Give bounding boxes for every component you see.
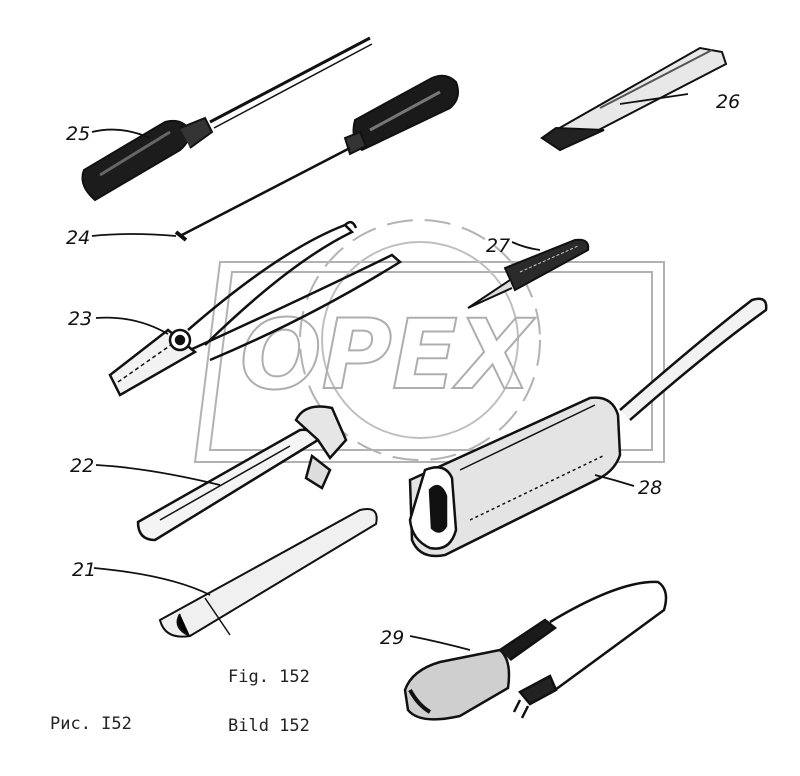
- caption-bild: Bild 152: [228, 716, 310, 736]
- callout-29: 29: [380, 627, 404, 649]
- callout-26: 26: [716, 91, 740, 113]
- punch-icon: [467, 238, 590, 309]
- pliers-icon: [108, 220, 403, 397]
- screwdriver-large-icon: [81, 36, 373, 202]
- file-handle-icon: [158, 508, 378, 638]
- watermark-frame-outer: [193, 261, 665, 463]
- callout-21: 21: [72, 559, 96, 581]
- caption-ris: Рис. I52: [50, 714, 132, 734]
- callout-labels: 25 24 23 22 21 26 27 28 29: [66, 91, 740, 649]
- callout-leaders: [91, 93, 689, 651]
- caption-fig: Fig. 152: [228, 667, 310, 687]
- test-lamp-icon: [408, 297, 768, 558]
- callout-22: 22: [70, 455, 94, 477]
- callout-24: 24: [66, 227, 90, 249]
- screwdriver-blade-icon: [540, 46, 728, 152]
- callout-25: 25: [66, 123, 90, 145]
- watermark-gear-icon: [299, 219, 541, 461]
- wrench-icon: [136, 405, 348, 542]
- callout-28: 28: [638, 477, 662, 499]
- watermark: OPEX: [193, 219, 665, 463]
- watermark-text: OPEX: [240, 299, 536, 411]
- callout-23: 23: [68, 308, 92, 330]
- probe-cable-icon: [403, 580, 668, 721]
- screwdriver-thin-icon: [174, 74, 459, 242]
- callout-27: 27: [486, 235, 510, 257]
